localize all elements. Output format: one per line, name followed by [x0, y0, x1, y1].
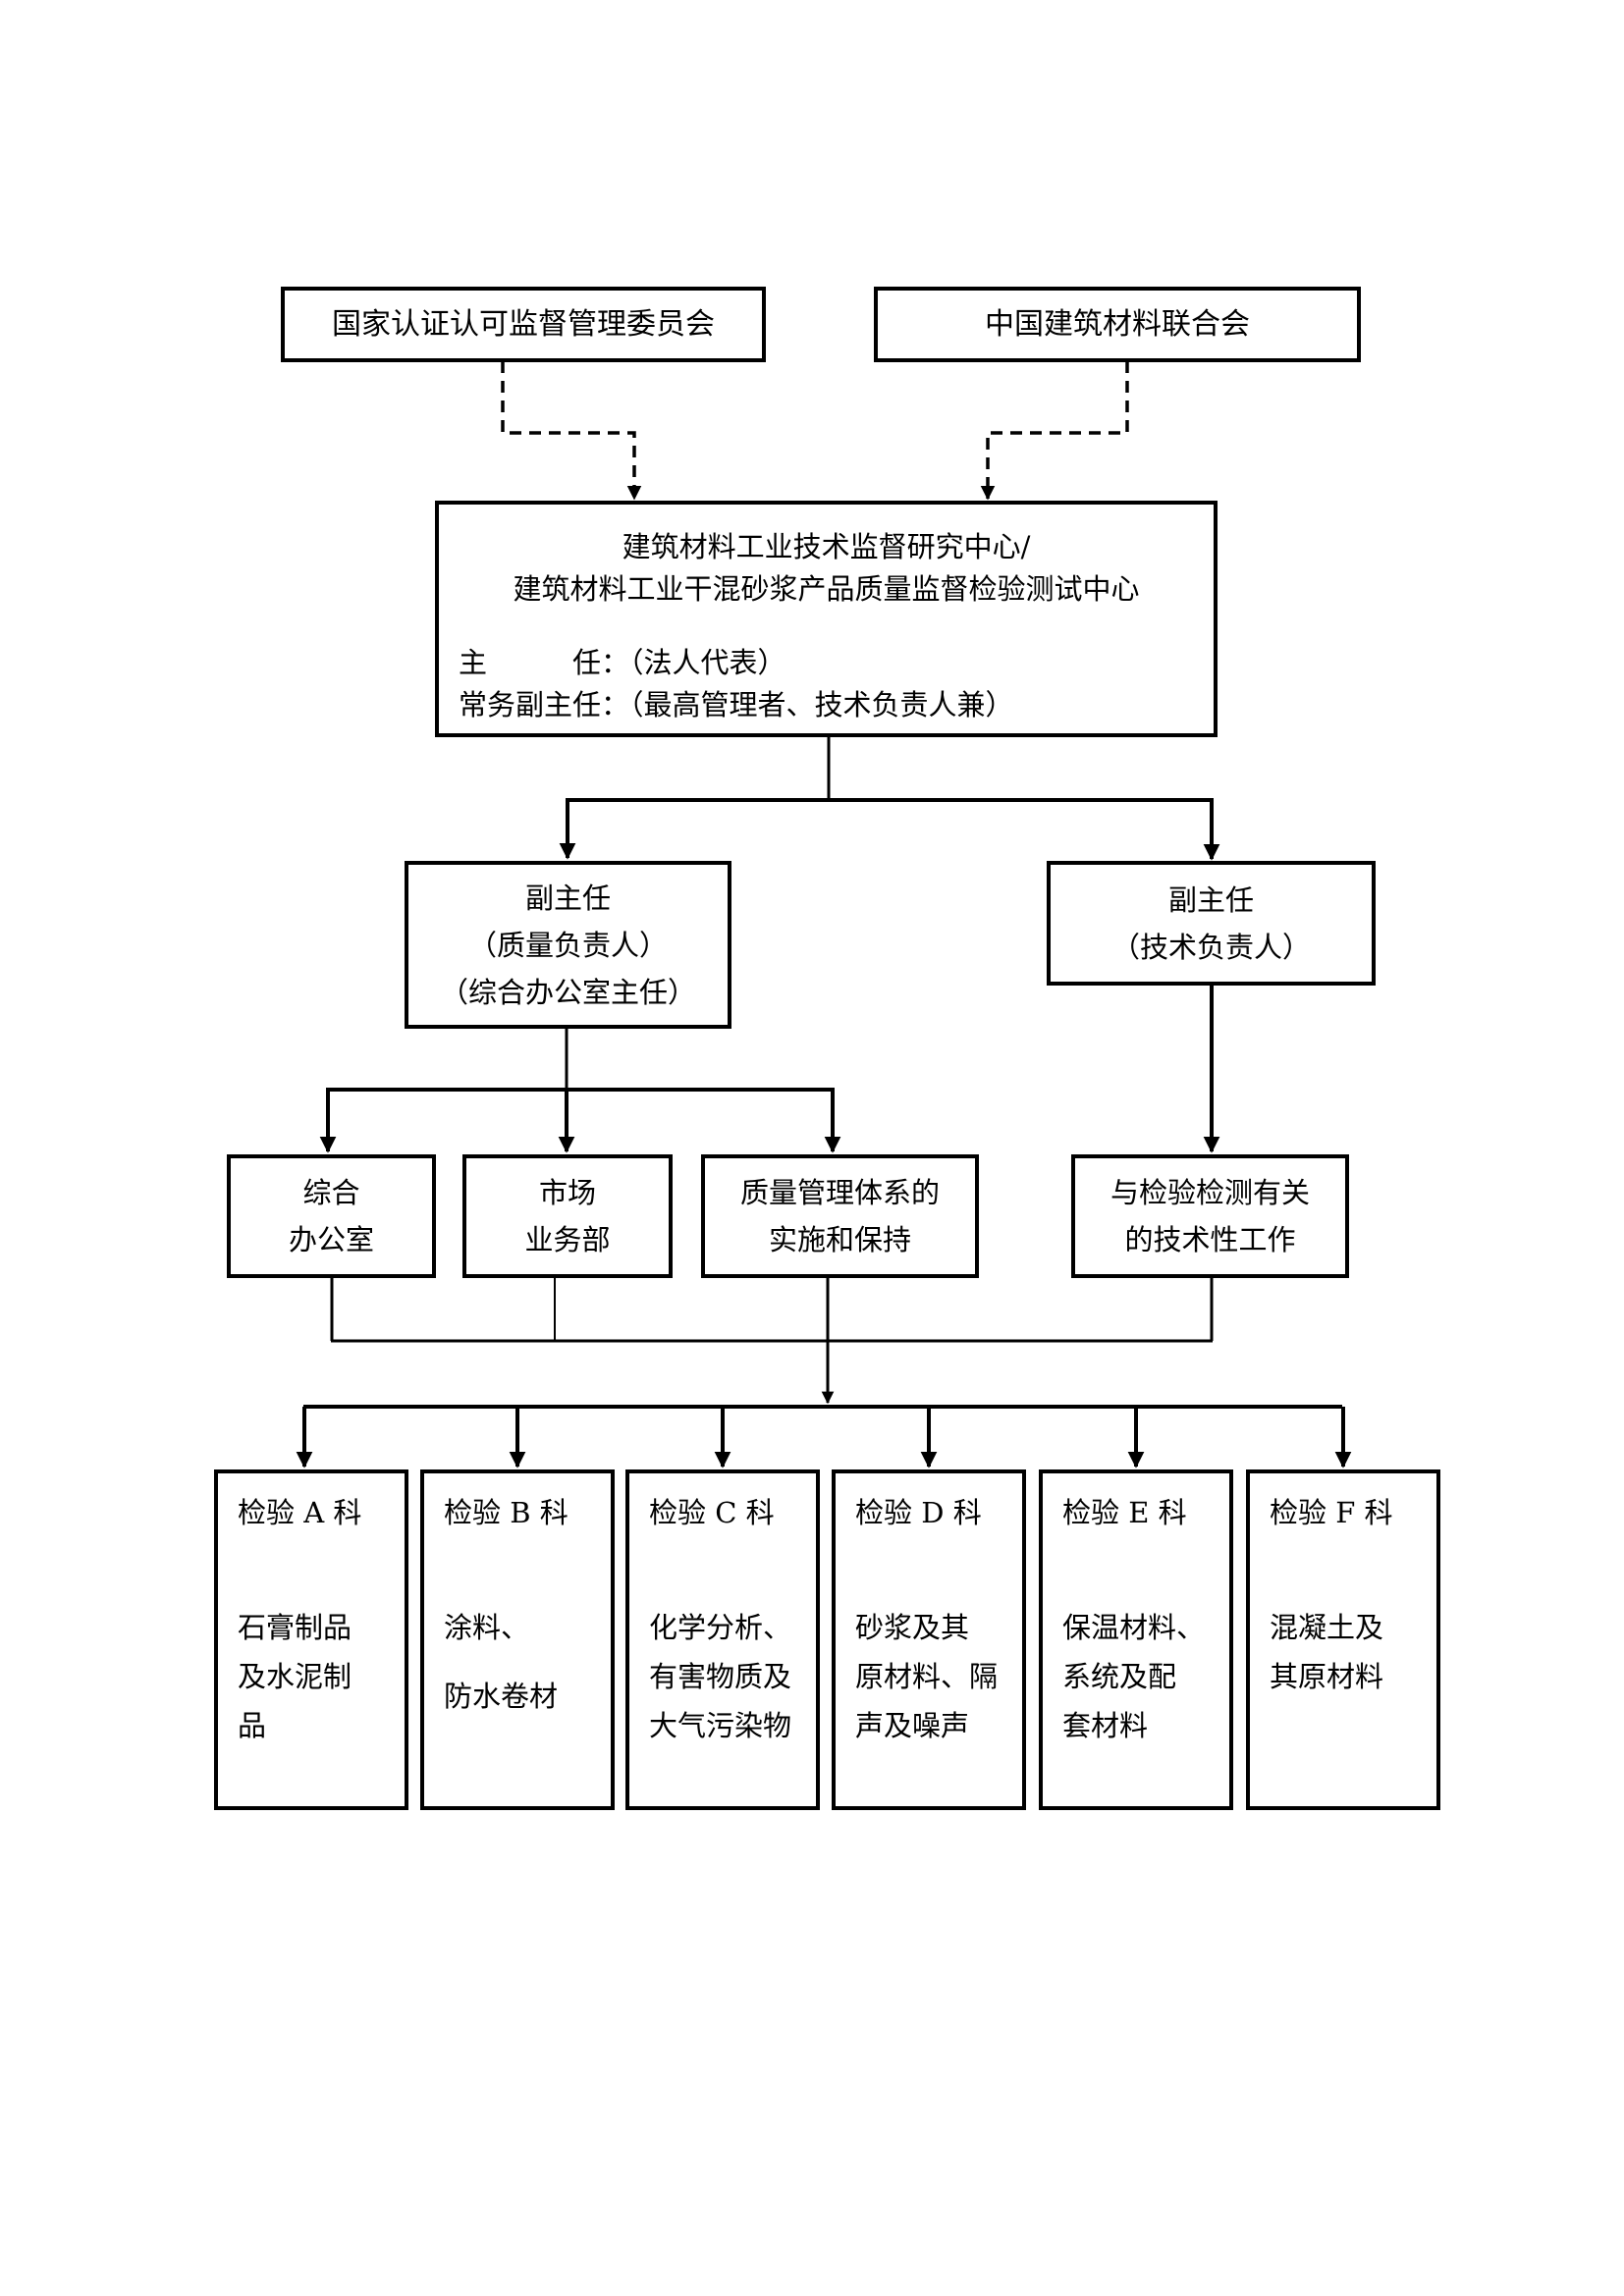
function-box-office: 综合 办公室: [227, 1154, 436, 1278]
department-box-e: 检验 E 科保温材料、系统及配套材料: [1039, 1469, 1233, 1810]
connector-to-office: [319, 1088, 567, 1153]
center-title: 建筑材料工业干混砂浆产品质量监督检验测试中心: [513, 572, 1140, 606]
department-scope-line: 其原材料: [1270, 1660, 1384, 1693]
function-line: 办公室: [288, 1223, 374, 1256]
department-name: 检验 D 科: [855, 1496, 982, 1529]
department-scope-line: 大气污染物: [649, 1709, 792, 1742]
department-scope-line: 防水卷材: [444, 1680, 559, 1713]
department-scope-line: 及水泥制: [238, 1660, 352, 1693]
dashed-connector-cnca: [501, 361, 642, 501]
center-box: 建筑材料工业技术监督研究中心/ 建筑材料工业干混砂浆产品质量监督检验测试中心 主…: [435, 501, 1218, 737]
department-scope-line: 有害物质及: [649, 1660, 792, 1693]
department-name: 检验 B 科: [444, 1496, 568, 1529]
department-scope-line: 石膏制品: [238, 1611, 352, 1644]
deputy-box-technical: 副主任 （技术负责人）: [1047, 861, 1376, 986]
supervisor-box-cbmf: 中国建筑材料联合会: [874, 287, 1361, 362]
department-scope-line: 砂浆及其: [855, 1611, 970, 1644]
supervisor-box-cnca: 国家认证认可监督管理委员会: [281, 287, 766, 362]
department-box-f: 检验 F 科混凝土及其原材料: [1246, 1469, 1440, 1810]
department-name: 检验 E 科: [1062, 1496, 1187, 1529]
function-box-qms: 质量管理体系的 实施和保持: [701, 1154, 979, 1278]
function-line: 与检验检测有关: [1110, 1176, 1310, 1209]
department-scope: 涂料、防水卷材: [444, 1603, 611, 1721]
function-line: 市场: [538, 1176, 596, 1209]
deputy-line: （质量负责人）: [467, 928, 668, 962]
deputy-box-quality: 副主任 （质量负责人） （综合办公室主任）: [405, 861, 731, 1029]
supervisor-label: 国家认证认可监督管理委员会: [332, 306, 715, 342]
function-line: 综合: [302, 1176, 360, 1209]
function-box-tech-work: 与检验检测有关 的技术性工作: [1071, 1154, 1349, 1278]
department-drop-connectors: [296, 1407, 1352, 1468]
deputy-line: （技术负责人）: [1110, 930, 1311, 964]
department-scope: 化学分析、有害物质及大气污染物: [649, 1603, 816, 1750]
center-role-executive-deputy: 常务副主任：（最高管理者、技术负责人兼）: [459, 688, 1014, 721]
department-scope: 保温材料、系统及配套材料: [1062, 1603, 1229, 1750]
department-scope-line: 化学分析、: [649, 1611, 792, 1644]
deputy-line: 副主任: [1167, 882, 1254, 917]
department-scope-line: 套材料: [1062, 1709, 1149, 1742]
department-box-b: 检验 B 科涂料、防水卷材: [420, 1469, 615, 1810]
department-scope: 混凝土及其原材料: [1270, 1603, 1436, 1701]
department-scope-line: 涂料、: [444, 1611, 530, 1644]
department-box-c: 检验 C 科化学分析、有害物质及大气污染物: [625, 1469, 820, 1810]
connector-to-deputy-technical: [829, 798, 1220, 861]
department-name: 检验 A 科: [238, 1496, 362, 1529]
department-scope-line: 原材料、隔: [855, 1660, 999, 1693]
function-box-market: 市场 业务部: [462, 1154, 673, 1278]
dashed-connector-cbmf: [980, 361, 1129, 501]
connector-to-deputy-quality: [559, 798, 829, 860]
department-name: 检验 F 科: [1270, 1496, 1393, 1529]
department-scope: 砂浆及其原材料、隔声及噪声: [855, 1603, 1022, 1750]
function-line: 实施和保持: [768, 1223, 911, 1256]
department-box-d: 检验 D 科砂浆及其原材料、隔声及噪声: [832, 1469, 1026, 1810]
department-scope-line: 系统及配: [1062, 1660, 1177, 1693]
center-role-director: 主 任：（法人代表）: [459, 646, 786, 679]
function-line: 的技术性工作: [1124, 1223, 1296, 1256]
department-scope-line: 品: [238, 1709, 267, 1742]
department-scope-line: 保温材料、: [1062, 1611, 1206, 1644]
function-line: 质量管理体系的: [739, 1176, 940, 1209]
supervisor-label: 中国建筑材料联合会: [985, 306, 1250, 342]
center-title: 建筑材料工业技术监督研究中心/: [622, 530, 1031, 563]
department-scope-line: 声及噪声: [855, 1709, 970, 1742]
function-line: 业务部: [524, 1223, 611, 1256]
deputy-line: 副主任: [524, 881, 611, 915]
department-scope: 石膏制品及水泥制品: [238, 1603, 405, 1750]
department-name: 检验 C 科: [649, 1496, 775, 1529]
department-scope-line: 混凝土及: [1270, 1611, 1384, 1644]
deputy-line: （综合办公室主任）: [439, 975, 696, 1009]
connector-to-qms: [567, 1088, 841, 1153]
department-box-a: 检验 A 科石膏制品及水泥制品: [214, 1469, 408, 1810]
